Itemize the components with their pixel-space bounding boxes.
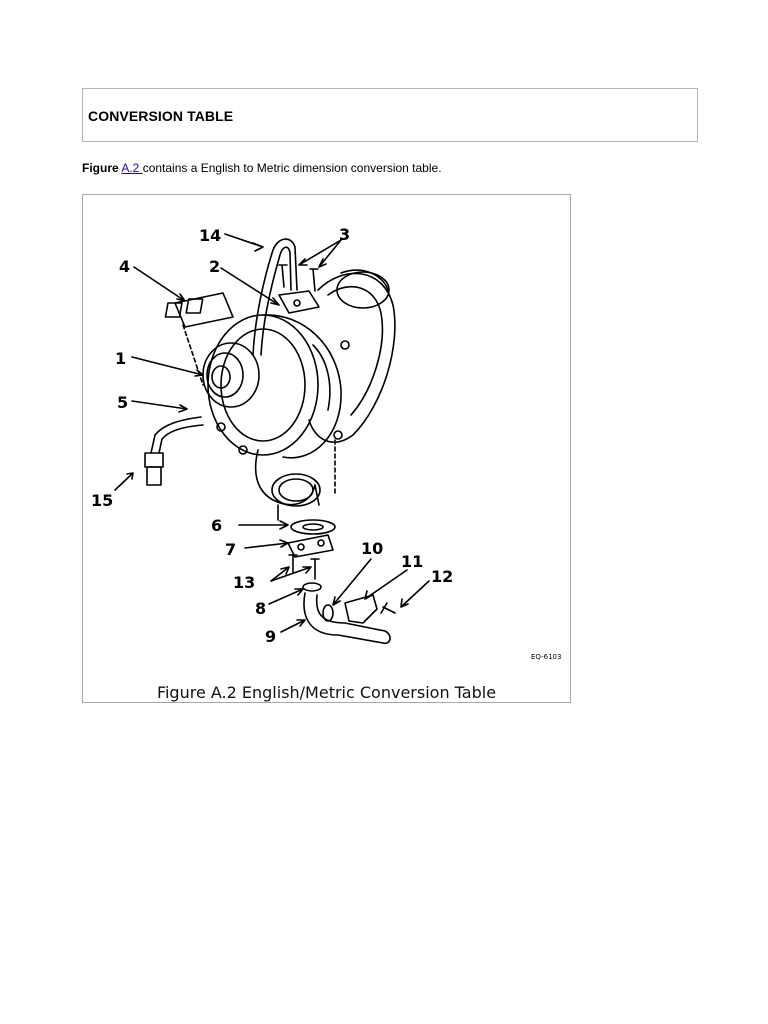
part-label-7: 7	[225, 540, 236, 559]
part-label-10: 10	[361, 539, 383, 558]
section-title: CONVERSION TABLE	[88, 108, 234, 124]
turbocharger-diagram: 14 3 4 2 1 5 15 6 7 10 11 13 12 8 9 EQ-6…	[91, 225, 561, 661]
part-label-5: 5	[117, 393, 128, 412]
gasket-top-left	[174, 292, 234, 328]
figure-link[interactable]: A.2	[121, 161, 143, 175]
bolt-12	[380, 602, 396, 614]
oil-feed-pipe	[252, 238, 298, 356]
gasket-6	[290, 519, 336, 535]
part-label-2: 2	[209, 257, 220, 276]
figure-frame: 14 3 4 2 1 5 15 6 7 10 11 13 12 8 9 EQ-6…	[82, 194, 571, 703]
part-label-14: 14	[199, 226, 221, 245]
part-label-8: 8	[255, 599, 266, 618]
top-flange	[278, 290, 320, 314]
part-label-3: 3	[339, 225, 350, 244]
part-label-9: 9	[265, 627, 276, 646]
drawing-code: EQ-6103	[531, 653, 561, 661]
part-label-1: 1	[115, 349, 126, 368]
figure-caption: Figure A.2 English/Metric Conversion Tab…	[156, 683, 497, 702]
section-header-box: CONVERSION TABLE	[82, 88, 698, 142]
intro-text: contains a English to Metric dimension c…	[142, 161, 442, 175]
part-label-12: 12	[431, 567, 453, 586]
intro-paragraph: Figure A.2 contains a English to Metric …	[82, 161, 442, 175]
part-label-4: 4	[119, 257, 130, 276]
drain-tube-9	[303, 592, 391, 645]
bracket-11	[344, 594, 378, 624]
part-label-15: 15	[91, 491, 113, 510]
drain-pipe-left	[150, 416, 202, 454]
turbine-housing	[308, 272, 396, 444]
part-label-11: 11	[401, 552, 423, 571]
o-ring-8	[302, 582, 322, 592]
intro-lead: Figure	[82, 161, 119, 175]
part-label-6: 6	[211, 516, 222, 535]
part-label-13: 13	[233, 573, 255, 592]
o-ring-10	[322, 604, 334, 622]
flange-7	[287, 534, 334, 558]
